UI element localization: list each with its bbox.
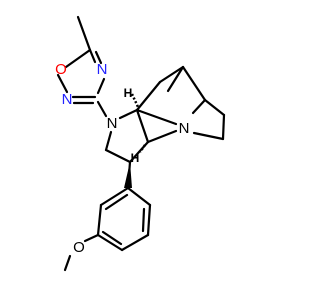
bond-ar2-ar3-inner: [141, 207, 146, 233]
bond-c5-o1: [64, 48, 92, 69]
bond-bridge-right: [181, 65, 207, 102]
atom-n-bridgehead: N: [179, 120, 190, 137]
bond-ar2-ar3: [146, 203, 152, 237]
bond-c2-top: [135, 80, 162, 112]
stereo-bonds: [124, 93, 147, 188]
bond-ar4-ar5-inner: [101, 230, 123, 246]
bond-c2-nbh: [135, 108, 178, 126]
atom-n-pyrrolidine: N: [107, 115, 118, 132]
bond-ome-ch3: [63, 254, 72, 272]
bond-n4-c5: [88, 48, 97, 64]
atom-o-ring: O: [55, 61, 67, 78]
bond-ar4-ar5: [96, 233, 124, 252]
bond-ar5-ome: [83, 233, 100, 243]
bond-c5-c4: [104, 148, 132, 164]
bonds: [56, 15, 226, 272]
molecule-structure: O N N N N O H H: [55, 15, 226, 272]
stereo-wedge-c4: [124, 162, 132, 188]
bond-o1-n2: [56, 73, 69, 94]
bond-bridge-long: [166, 65, 185, 93]
bond-methyl: [76, 15, 92, 52]
bond-npyr-c2: [118, 108, 139, 120]
bond-down-ch2: [221, 113, 226, 141]
bond-ar6-ar1-inner: [104, 193, 129, 211]
atom-n-ring-left: N: [62, 91, 73, 108]
atom-n-ring-top: N: [97, 61, 108, 78]
bond-ar3-ar4: [120, 233, 150, 252]
bond-c3a-c2: [135, 108, 150, 144]
bond-ch2-nbh: [192, 131, 225, 141]
atom-labels: O N N N N O H H: [55, 61, 189, 256]
bond-ar5-ar6: [96, 203, 103, 237]
bond-c3-npyr: [96, 100, 108, 118]
bond-c3a-nbh: [146, 129, 178, 144]
stereo-hash-bottom: [138, 144, 147, 153]
atom-h-bottom: H: [131, 151, 140, 165]
bond-right-up: [191, 98, 207, 115]
bond-c3-n4: [96, 77, 106, 95]
stereo-hash-top: [130, 93, 140, 108]
bond-npyr-c5: [104, 130, 113, 152]
bond-ar6-ar1: [99, 186, 130, 207]
bond-n4-c5-double: [94, 50, 103, 65]
bond-right-down: [203, 98, 226, 117]
bond-top-bridge: [158, 65, 185, 84]
atom-h-top: H: [124, 86, 133, 100]
bond-ar1-ar2: [126, 186, 152, 207]
atom-o-methoxy: O: [73, 239, 85, 256]
